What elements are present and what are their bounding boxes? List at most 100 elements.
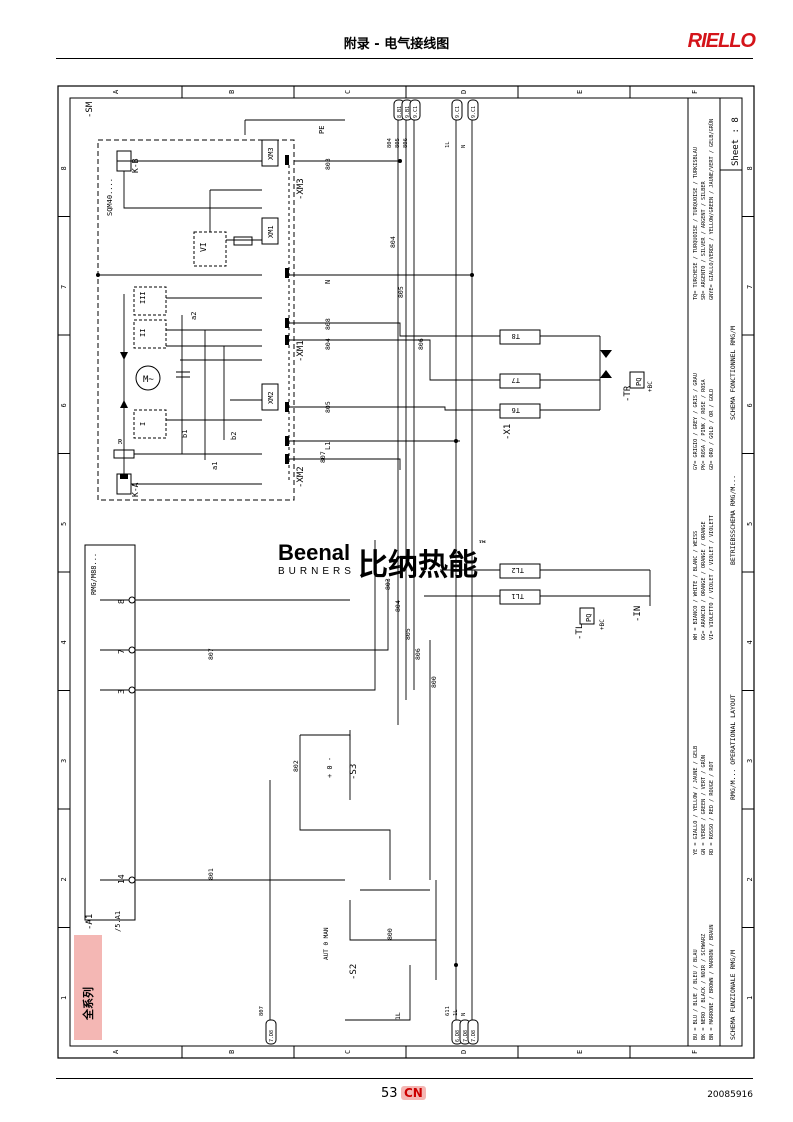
grid-row-label: 3 bbox=[60, 759, 68, 763]
grid-col-label: F bbox=[691, 90, 699, 94]
cross-reference: 9.C1 bbox=[471, 106, 477, 118]
color-legend-entry: OG= ARANCIO / ORANGE / ORANGE / ORANGE bbox=[701, 521, 707, 640]
wire-number: 1L bbox=[394, 1012, 402, 1020]
cross-reference-box bbox=[265, 1019, 277, 1045]
wire-number: 807 bbox=[207, 648, 215, 660]
grid-col-label: A bbox=[112, 89, 120, 94]
color-legend-entry: BK = NERO / BLACK / NOIR / SCHWARZ bbox=[701, 934, 707, 1040]
wire-code: N bbox=[461, 145, 467, 148]
wire-code: 1L bbox=[453, 1009, 459, 1016]
cross-reference-box bbox=[451, 99, 463, 121]
color-legend-entry: GNYE= GIALLO/VERDE / YELLOW/GREEN / JAUN… bbox=[708, 119, 715, 300]
label-xm3: -XM3 bbox=[296, 178, 306, 200]
wire-code: 806 bbox=[403, 138, 409, 148]
wire-number: 805 bbox=[324, 401, 332, 413]
svg-text:14: 14 bbox=[117, 874, 126, 884]
svg-text:PQ: PQ bbox=[585, 614, 593, 622]
svg-text:/5.A1: /5.A1 bbox=[114, 911, 122, 932]
svg-text:+BC: +BC bbox=[599, 619, 606, 630]
grid-col-label: F bbox=[691, 1050, 699, 1054]
terminal-t6 bbox=[499, 403, 541, 419]
label-tr: -TR bbox=[623, 385, 633, 402]
label-rmg: RMG/M88... bbox=[90, 553, 98, 595]
label-sqm: SQM40.... bbox=[106, 178, 114, 216]
grid-col-label: C bbox=[344, 1050, 352, 1054]
svg-text:b2: b2 bbox=[230, 432, 238, 440]
svg-text:b1: b1 bbox=[181, 430, 189, 438]
cross-reference-box bbox=[409, 99, 421, 121]
wire-number: 806 bbox=[414, 648, 422, 660]
grid-row-label: 7 bbox=[746, 285, 754, 289]
cross-reference: 9.B1 bbox=[405, 106, 411, 118]
wire-number: 805 bbox=[404, 628, 412, 640]
device-a1-box bbox=[84, 544, 136, 921]
wire-code: 807 bbox=[259, 1006, 265, 1016]
color-legend-entry: BN = MARRONE / BROWN / MARRON / BRAUN bbox=[709, 924, 715, 1040]
grid-row-label: 1 bbox=[746, 996, 754, 1000]
header-divider bbox=[56, 58, 753, 59]
cross-reference-box bbox=[467, 1019, 479, 1045]
label-ka: K-A bbox=[131, 482, 140, 497]
wire-number: 804 bbox=[389, 236, 397, 248]
wire-number: 804 bbox=[324, 338, 332, 350]
svg-text:III: III bbox=[139, 291, 147, 304]
title-block-text: SCHEMA FONCTIONNEL RMG/M bbox=[729, 326, 737, 420]
label-r: R bbox=[118, 438, 123, 446]
wire-code: 804 bbox=[387, 137, 393, 148]
wire-code: 1L bbox=[445, 141, 451, 148]
color-legend-entry: GD= ORO / GOLD / OR / GOLD bbox=[709, 389, 715, 470]
grid-row-label: 4 bbox=[60, 640, 68, 644]
grid-col-label: B bbox=[228, 90, 236, 94]
label-sm: -SM bbox=[85, 101, 95, 118]
color-legend-entry: GN = VERDE / GREEN / VERT / GRÜN bbox=[700, 755, 707, 855]
grid-row-label: 5 bbox=[746, 522, 754, 526]
wire-code: N bbox=[461, 1013, 467, 1016]
svg-text:3: 3 bbox=[117, 689, 126, 694]
cross-reference: 7.D8 bbox=[269, 1030, 275, 1042]
page-title: 附录 - 电气接线图 bbox=[343, 37, 450, 52]
cross-reference: 9.C1 bbox=[455, 106, 461, 118]
color-legend-entry: BU = BLU / BLUE / BLEU / BLAU bbox=[693, 949, 699, 1040]
label-n: N bbox=[324, 280, 332, 284]
color-legend-entry: TQ= TURCHESE / TURQUOISE / TURQUOISE / T… bbox=[693, 147, 699, 300]
svg-text:PQ: PQ bbox=[635, 378, 643, 386]
grid-row-label: 7 bbox=[60, 285, 68, 289]
title-block-text: BETRIEBSSCHEMA RMG/M... bbox=[729, 475, 737, 565]
label-in: -IN bbox=[633, 606, 643, 622]
color-legend-entry: YE = GIALLO / YELLOW / JAUNE / GELB bbox=[693, 746, 699, 855]
label-s3: -S3 bbox=[349, 764, 359, 780]
grid-row-label: 6 bbox=[60, 403, 68, 407]
wire-number: 807 bbox=[319, 451, 327, 463]
cross-reference: 7.D8 bbox=[463, 1030, 469, 1042]
grid-col-label: D bbox=[460, 1050, 468, 1054]
wire-number: 800 bbox=[430, 676, 438, 688]
grid-row-label: 2 bbox=[746, 877, 754, 881]
title-block-text: SCHEMA FUNZIONALE RMG/M bbox=[729, 950, 737, 1040]
svg-text:TL1: TL1 bbox=[511, 592, 524, 600]
grid-row-label: 4 bbox=[746, 640, 754, 644]
svg-text:a1: a1 bbox=[211, 462, 219, 470]
wire-number: 803 bbox=[384, 578, 392, 590]
svg-text:II: II bbox=[139, 329, 147, 337]
svg-text:7: 7 bbox=[117, 649, 126, 654]
terminal-tl1 bbox=[499, 589, 541, 605]
terminal-t8 bbox=[499, 329, 541, 345]
grid-row-label: 6 bbox=[746, 403, 754, 407]
svg-text:+ 0 -: + 0 - bbox=[326, 757, 334, 778]
language-badge: CN bbox=[401, 1086, 426, 1100]
svg-text:T8: T8 bbox=[512, 332, 520, 340]
svg-text:AUT 0 MAN: AUT 0 MAN bbox=[323, 927, 330, 960]
color-legend-entry: WH = BIANCO / WHITE / BLANC / WEISS bbox=[693, 531, 699, 640]
wire-code: 805 bbox=[395, 138, 401, 148]
cross-reference: 6.D8 bbox=[455, 1030, 461, 1042]
wire-number: 806 bbox=[417, 338, 425, 350]
svg-text:+BC: +BC bbox=[647, 381, 654, 392]
svg-text:T6: T6 bbox=[512, 406, 520, 414]
terminal-tl2 bbox=[499, 563, 541, 579]
terminal-t7 bbox=[499, 373, 541, 389]
cross-reference: 7.D8 bbox=[471, 1030, 477, 1042]
grid-row-label: 2 bbox=[60, 877, 68, 881]
svg-text:a2: a2 bbox=[190, 312, 198, 320]
grid-col-label: E bbox=[576, 90, 584, 94]
